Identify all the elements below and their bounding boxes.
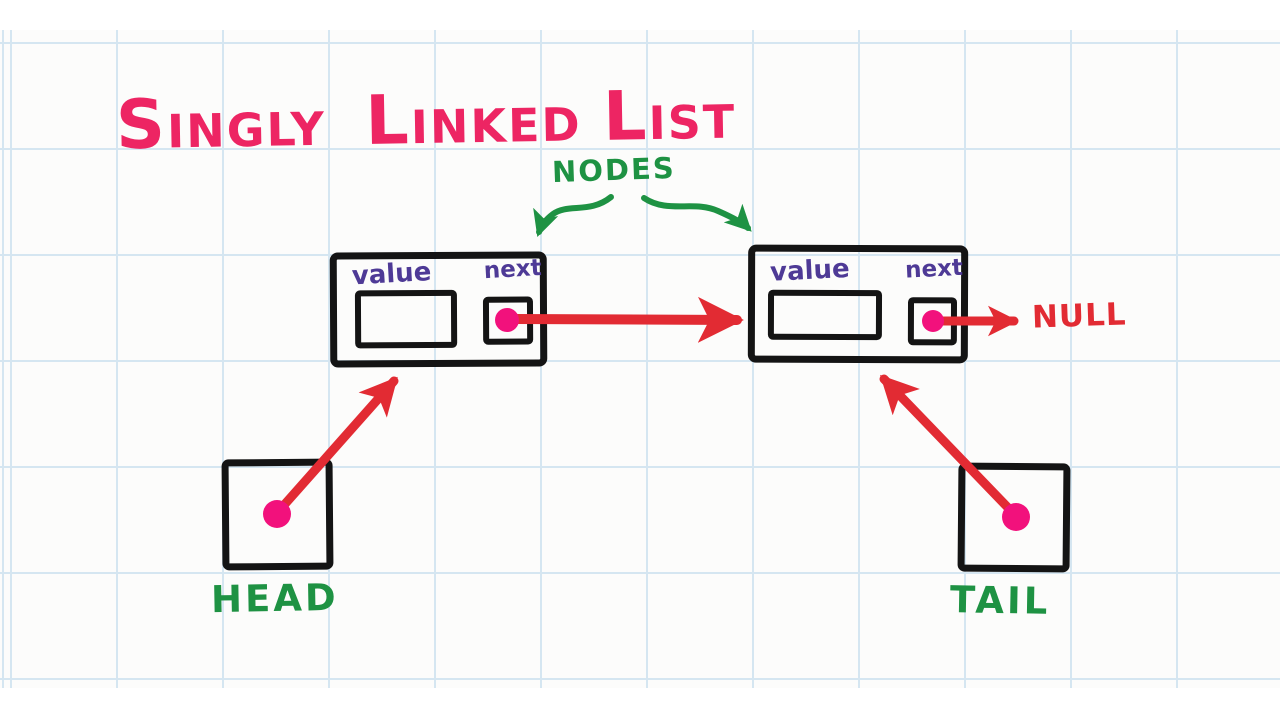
- head-label: HEAD: [210, 575, 339, 622]
- node-1-value-slot: [354, 289, 458, 349]
- tail-pointer-box: [957, 462, 1071, 573]
- head-pointer-box: [221, 458, 334, 571]
- nodes-annotation: NODES: [551, 150, 677, 190]
- tail-label: TAIL: [949, 578, 1051, 623]
- node-2: value next: [747, 244, 969, 364]
- node-2-value-slot: [767, 289, 883, 341]
- title-word: Linked: [364, 81, 583, 162]
- node-2-next-slot: [907, 297, 958, 346]
- node-1-next-label: next: [483, 254, 543, 285]
- node-1-value-label: value: [351, 256, 433, 292]
- node-2-next-label: next: [904, 254, 964, 284]
- title-word: Singly: [115, 85, 327, 166]
- grid-paper: [0, 30, 1280, 688]
- node-1: value next: [329, 251, 548, 368]
- node-1-next-slot: [482, 296, 534, 345]
- null-label: NULL: [1031, 296, 1128, 336]
- node-2-value-label: value: [769, 253, 851, 288]
